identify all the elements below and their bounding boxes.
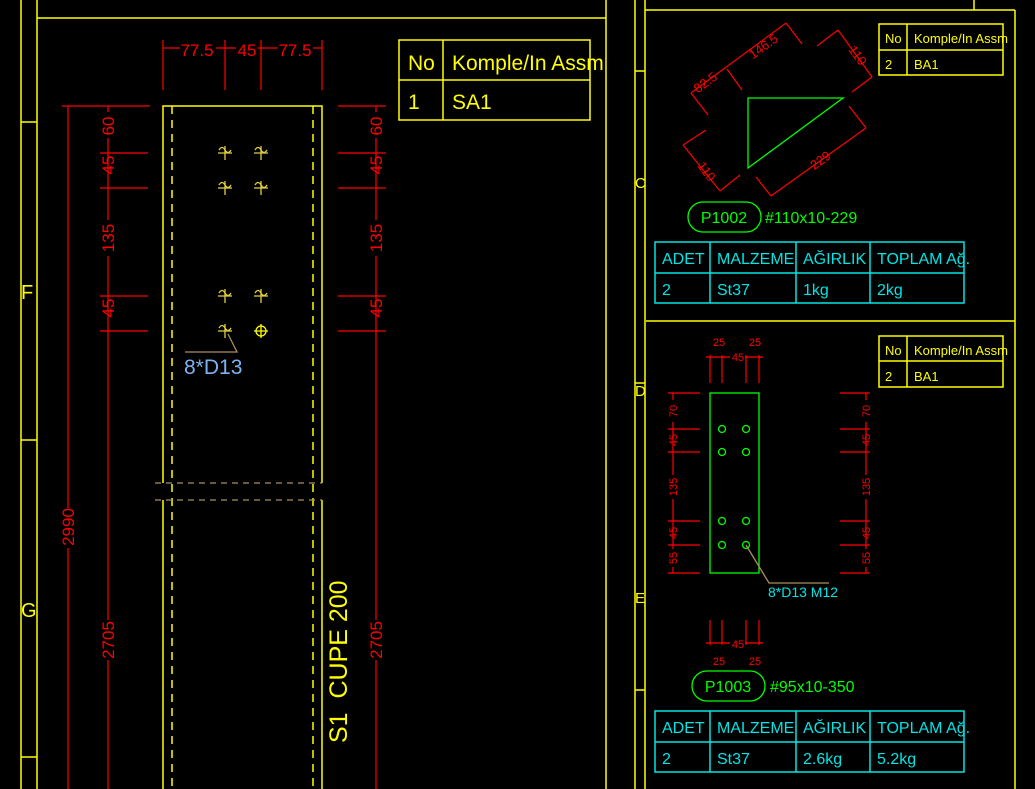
member-label: S1 CUPE 200	[325, 580, 353, 743]
dim-text: 135	[367, 224, 386, 252]
bolt-leader	[745, 544, 829, 584]
dim-text: 45	[732, 639, 744, 651]
dim-text: 60	[367, 117, 386, 136]
dim-text: 45	[668, 434, 680, 446]
bolt-label: 8*D13	[184, 356, 242, 379]
table-cell: BA1	[914, 57, 939, 72]
dim-text: 45	[367, 299, 386, 318]
dim-text: 25	[749, 656, 761, 668]
dim-text: 45	[238, 41, 257, 60]
part-mark-bubble	[691, 670, 766, 702]
table-header: Komple/In Assm	[914, 31, 1008, 46]
dim-text: 135	[861, 478, 873, 496]
dim-text: 45	[861, 434, 873, 446]
dim-text: 55	[861, 552, 873, 564]
assembly-table-p1002	[878, 23, 1004, 76]
p1002-dimensions	[682, 22, 873, 197]
dim-text: 45	[99, 156, 118, 175]
table-cell: 2	[662, 282, 671, 299]
grid-label-e: E	[635, 590, 645, 607]
dim-text: 77.5	[278, 41, 311, 60]
grid-label-c: C	[635, 175, 646, 192]
dim-text: 146.5	[746, 31, 781, 62]
table-cell: 2	[885, 369, 892, 384]
table-cell: 2.6kg	[803, 751, 842, 768]
dim-text: 135	[99, 224, 118, 252]
overall-length-dim: 2990	[59, 508, 78, 546]
dim-text: 77.5	[180, 41, 213, 60]
plate-holes	[717, 424, 751, 550]
dim-text: 82.5	[691, 69, 720, 96]
table-header: Komple/In Assm	[452, 52, 604, 75]
dim-text: 45	[367, 156, 386, 175]
table-header: AĞIRLIK	[803, 249, 866, 268]
table-header: Komple/In Assm	[914, 343, 1008, 358]
table-header: ADET	[662, 720, 705, 737]
dim-text: 110	[694, 159, 718, 185]
rect-plate-p1003[interactable]	[709, 392, 760, 574]
column-left-dimensions	[62, 105, 150, 789]
dim-text: 45	[732, 352, 744, 364]
table-header: AĞIRLIK	[803, 718, 866, 737]
table-cell: 1kg	[803, 282, 829, 299]
dim-text: 135	[668, 478, 680, 496]
column-outline[interactable]	[155, 105, 323, 789]
dim-text: 60	[99, 117, 118, 136]
table-header: No	[408, 52, 435, 75]
bolt-label: 8*D13 M12	[768, 584, 838, 600]
dim-text: 45	[668, 527, 680, 539]
dim-text: 25	[713, 337, 725, 349]
table-header: No	[885, 31, 902, 46]
dim-text: 70	[861, 405, 873, 417]
table-header: TOPLAM Ağ.	[877, 251, 970, 268]
column-right-dimensions	[338, 105, 386, 789]
table-cell: 2	[662, 751, 671, 768]
bom-table-p1003	[654, 710, 965, 773]
part-profile: #95x10-350	[770, 679, 855, 696]
part-mark-bubble	[687, 201, 762, 233]
bolt-symbols	[218, 146, 268, 338]
grid-label-f: F	[21, 282, 33, 304]
drawing-frame	[20, 0, 1016, 789]
dim-text: 25	[713, 656, 725, 668]
assembly-table-p1003	[878, 335, 1004, 388]
bolt-leader	[185, 333, 239, 353]
grid-label-g: G	[21, 600, 37, 622]
dim-text: 55	[668, 552, 680, 564]
part-mark: P1003	[705, 679, 751, 696]
dim-text: 45	[861, 527, 873, 539]
dim-text: 45	[99, 299, 118, 318]
table-header: MALZEME	[717, 251, 794, 268]
table-header: TOPLAM Ağ.	[877, 720, 970, 737]
part-profile: #110x10-229	[765, 210, 857, 227]
dim-text: 229	[807, 148, 833, 173]
table-cell: St37	[717, 282, 750, 299]
table-cell: BA1	[914, 369, 939, 384]
triangle-plate-p1002[interactable]	[747, 97, 845, 170]
table-cell: SA1	[452, 91, 492, 114]
table-cell: St37	[717, 751, 750, 768]
dim-text: 25	[749, 337, 761, 349]
bom-table-p1002	[654, 241, 965, 304]
p1003-dimensions	[668, 355, 870, 645]
table-cell: 1	[408, 91, 420, 114]
table-cell: 2	[885, 57, 892, 72]
table-header: ADET	[662, 251, 705, 268]
table-cell: 2kg	[877, 282, 903, 299]
length-dim-left: 2705	[99, 621, 118, 659]
length-dim-right: 2705	[367, 621, 386, 659]
grid-label-d: D	[635, 383, 646, 400]
table-cell: 5.2kg	[877, 751, 916, 768]
table-header: MALZEME	[717, 720, 794, 737]
part-mark: P1002	[701, 210, 747, 227]
dim-text: 70	[668, 405, 680, 417]
assembly-table-sa1	[398, 39, 591, 121]
table-header: No	[885, 343, 902, 358]
